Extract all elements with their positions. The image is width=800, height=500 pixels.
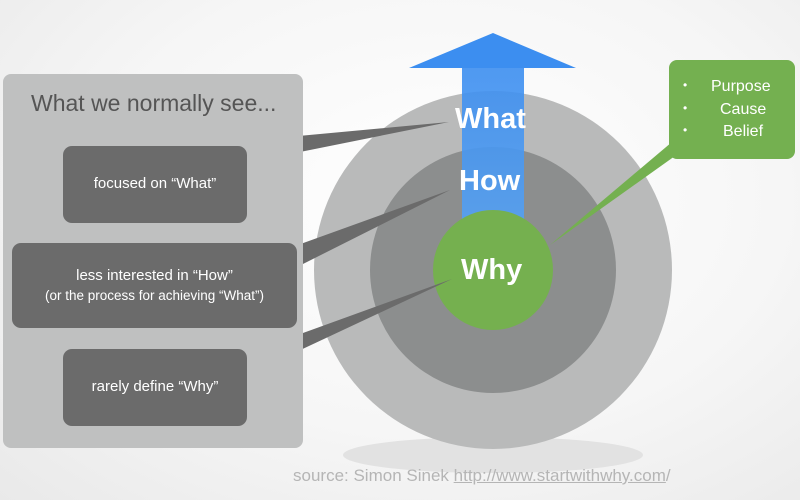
callout-why-text: rarely define “Why” xyxy=(91,378,219,396)
callout-how-text: less interested in “How” xyxy=(76,267,233,285)
source-prefix: source: Simon Sinek xyxy=(293,466,454,485)
bullet-icon: • xyxy=(683,101,688,115)
list-item-text: Belief xyxy=(723,123,764,140)
label-how: How xyxy=(459,165,521,197)
inner-circle-why xyxy=(433,210,553,330)
bullet-icon: • xyxy=(683,78,688,92)
source-suffix: / xyxy=(665,466,671,485)
callout-how: less interested in “How” (or the process… xyxy=(12,243,297,328)
callout-pointer-how xyxy=(295,190,450,268)
callout-what: focused on “What” xyxy=(63,146,247,223)
label-what: What xyxy=(455,103,526,135)
callout-how-subtext: (or the process for achieving “What”) xyxy=(44,287,265,303)
panel-title: What we normally see... xyxy=(31,90,277,116)
list-item-text: Purpose xyxy=(711,78,771,95)
list-item-text: Cause xyxy=(720,101,767,118)
callout-what-text: focused on “What” xyxy=(93,175,217,193)
bullet-icon: • xyxy=(683,123,688,137)
source-credit: source: Simon Sinek http://www.startwith… xyxy=(293,466,671,486)
label-why: Why xyxy=(461,254,523,286)
circle-shadow xyxy=(343,437,643,473)
source-link[interactable]: http://www.startwithwhy.com xyxy=(453,466,666,485)
callout-why: rarely define “Why” xyxy=(63,349,247,426)
why-definition-box: • Purpose • Cause • Belief xyxy=(669,60,795,159)
arrow-head xyxy=(409,33,576,68)
why-box-pointer xyxy=(550,142,682,245)
